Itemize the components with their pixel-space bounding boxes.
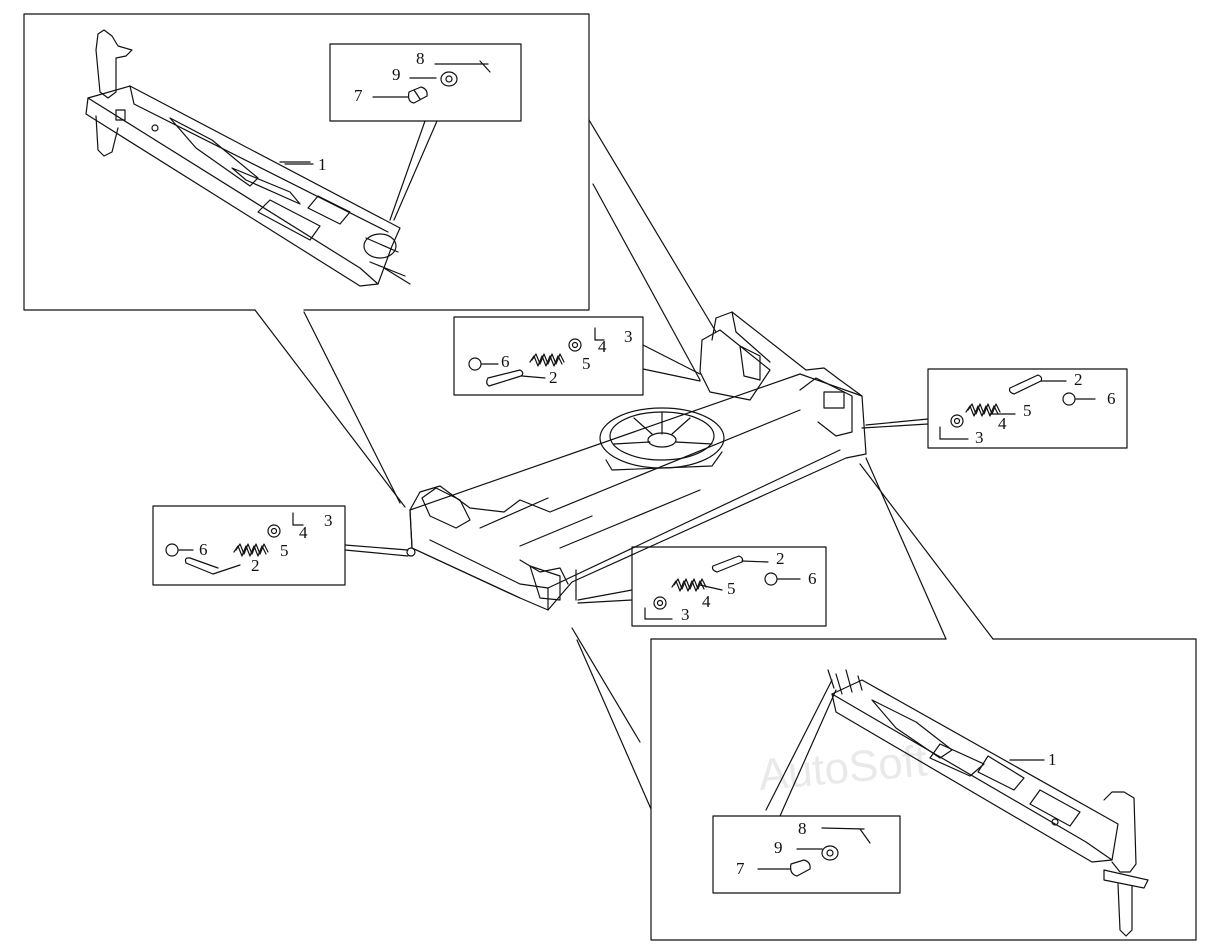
label-9-bottom: 9 xyxy=(774,838,783,857)
label-2-topmid: 2 xyxy=(549,368,558,387)
parts-box-spring-bottom xyxy=(577,546,827,627)
label-2-right: 2 xyxy=(1074,370,1083,389)
label-2-left: 2 xyxy=(251,556,260,575)
axle-arm-top-left xyxy=(85,29,411,287)
label-4-left: 4 xyxy=(299,523,308,542)
label-1-bottom: 1 xyxy=(1048,750,1057,769)
label-7-bottom: 7 xyxy=(736,859,745,878)
label-6-left: 6 xyxy=(199,540,208,559)
label-6-topmid: 6 xyxy=(501,352,510,371)
label-9-top: 9 xyxy=(392,65,401,84)
callout-frame-top-left xyxy=(23,13,590,508)
label-8-bottom: 8 xyxy=(798,819,807,838)
label-3-right: 3 xyxy=(975,428,984,447)
label-3-botmid: 3 xyxy=(681,605,690,624)
label-8-top: 8 xyxy=(416,49,425,68)
label-3-topmid: 3 xyxy=(624,327,633,346)
label-6-right: 6 xyxy=(1107,389,1116,408)
parts-box-bottom xyxy=(712,815,901,894)
label-4-botmid: 4 xyxy=(702,592,711,611)
axle-arm-bottom-right xyxy=(765,669,1149,937)
main-frame xyxy=(406,311,867,611)
label-3-left: 3 xyxy=(324,511,333,530)
label-4-right: 4 xyxy=(998,414,1007,433)
parts-box-spring-top xyxy=(453,316,701,396)
label-6-botmid: 6 xyxy=(808,569,817,588)
label-4-topmid: 4 xyxy=(598,337,607,356)
label-2-botmid: 2 xyxy=(776,549,785,568)
label-5-botmid: 5 xyxy=(727,579,736,598)
callout-frame-bottom-right xyxy=(650,457,1197,941)
label-7-top: 7 xyxy=(354,86,363,105)
label-1-top: 1 xyxy=(318,155,327,174)
label-5-left: 5 xyxy=(280,541,289,560)
watermark-text: AutoSoft xyxy=(757,736,929,800)
label-5-topmid: 5 xyxy=(582,354,591,373)
parts-box-spring-right xyxy=(861,368,1128,449)
parts-box-top xyxy=(329,43,522,221)
label-5-right: 5 xyxy=(1023,401,1032,420)
parts-box-spring-left xyxy=(152,505,409,586)
